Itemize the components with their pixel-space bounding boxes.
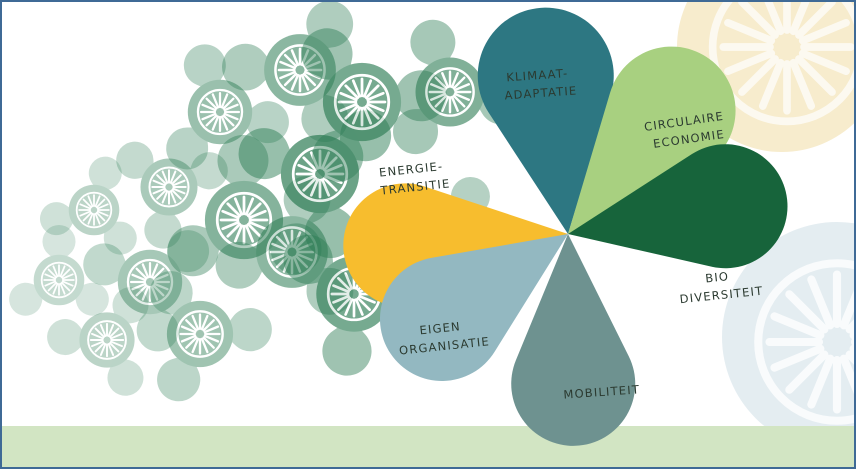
trail-flower <box>149 271 272 402</box>
trail-petal <box>301 28 353 82</box>
trail-petal <box>322 318 372 376</box>
trail-flower <box>222 2 354 143</box>
trail-petal <box>103 221 137 255</box>
trail-petal <box>410 19 456 71</box>
flower-trail <box>9 2 532 402</box>
trail-petal <box>88 156 122 195</box>
trail-petal <box>166 230 210 273</box>
trail-flower <box>39 156 137 255</box>
trail-petal <box>167 225 223 277</box>
trail-petal <box>304 199 356 259</box>
trail-petal <box>283 234 335 284</box>
trail-petal <box>116 141 155 179</box>
ground-stripe <box>2 426 854 467</box>
trail-petal <box>306 2 354 51</box>
trail-petal <box>166 127 209 170</box>
trail-petal <box>9 282 45 316</box>
petal-klimaat <box>477 7 614 234</box>
trail-flower <box>166 44 289 170</box>
trail-petal <box>42 224 76 264</box>
trail-petal <box>83 243 131 286</box>
trail-petal <box>144 205 182 249</box>
label-mobiliteit: MOBILITEIT <box>563 382 641 401</box>
petal-eigen <box>380 234 568 381</box>
trail-petal <box>393 108 439 155</box>
petal-circulaire <box>568 46 736 234</box>
trail-petal <box>183 44 226 93</box>
trail-petal <box>149 271 193 317</box>
trail-petal <box>240 101 289 144</box>
trail-petal <box>107 356 144 396</box>
deco-circle-blue <box>722 222 854 452</box>
trail-petal <box>47 319 90 356</box>
petal-bio <box>568 144 788 269</box>
trail-flower <box>116 141 228 249</box>
trail-petal <box>39 202 78 236</box>
trail-petal <box>217 134 269 195</box>
trail-petal <box>157 353 201 402</box>
main-flower <box>343 7 788 446</box>
trail-petal <box>222 43 277 91</box>
trail-petal <box>312 125 364 182</box>
trail-flower <box>9 224 109 316</box>
label-klimaat: KLIMAAT- ADAPTATIE <box>503 65 578 102</box>
trail-flower <box>83 230 210 352</box>
trail-petal <box>186 152 228 190</box>
trail-petal <box>73 282 109 316</box>
trail-petal <box>215 241 270 289</box>
trail-petal <box>112 287 149 326</box>
trail-petal <box>238 128 297 180</box>
trail-petal <box>136 302 179 352</box>
trail-flower <box>47 287 149 396</box>
trail-petal <box>221 308 272 352</box>
petal-mobiliteit <box>511 234 636 446</box>
